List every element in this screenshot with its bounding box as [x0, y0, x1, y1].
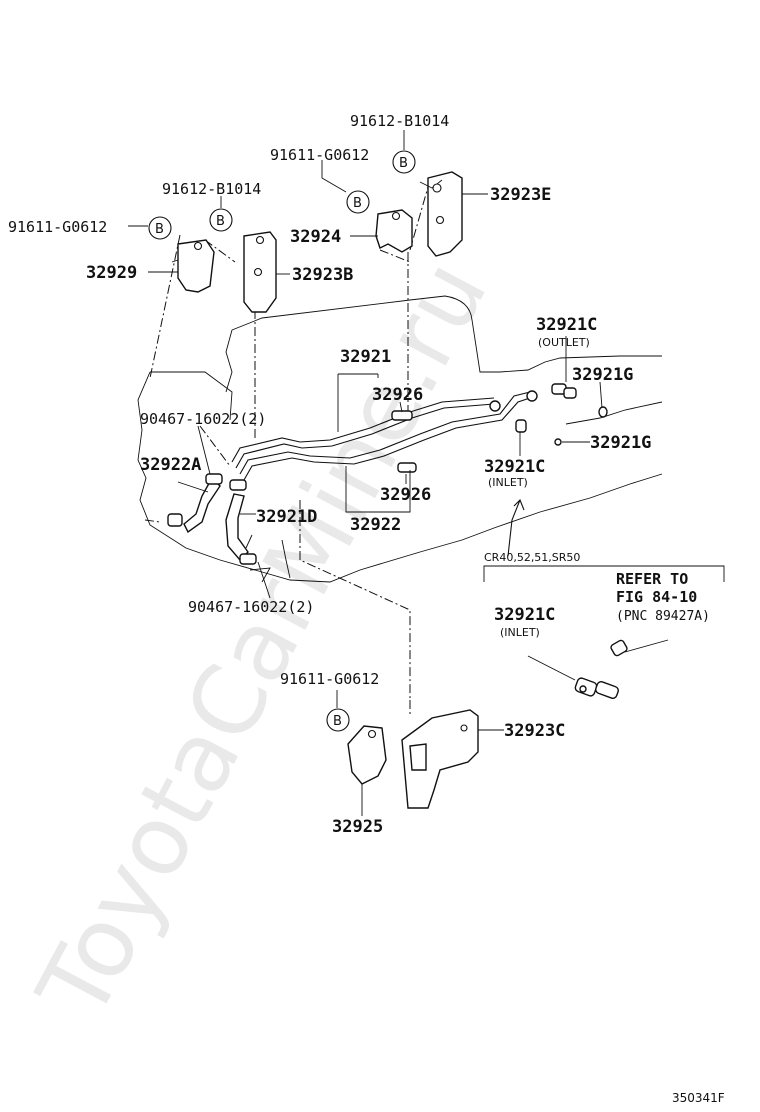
label-inlet-note-detail: (INLET)	[500, 626, 540, 639]
label-refer-line1: REFER TO	[616, 570, 688, 588]
label-32926-upper: 32926	[372, 385, 423, 405]
variant-bracket	[483, 565, 725, 582]
bolt-marker-left-b1014: B	[209, 196, 233, 232]
label-32921: 32921	[340, 347, 391, 367]
svg-text:B: B	[155, 222, 164, 237]
label-outlet-note: (OUTLET)	[538, 336, 590, 349]
label-refer-line3: (PNC 89427A)	[616, 609, 710, 624]
bolt-marker-top-g0612: B	[321, 160, 370, 214]
engine-outline	[137, 295, 663, 583]
label-91611-g0612-left: 91611-G0612	[8, 218, 107, 236]
bracket-32925	[347, 725, 387, 785]
bracket-32923c	[401, 709, 479, 809]
label-90467-lower: 90467-16022(2)	[188, 598, 314, 616]
inlet-union-detail	[527, 639, 669, 699]
label-32921c-inlet-detail: 32921C	[494, 605, 555, 625]
bolt-marker-left-g0612: B	[128, 216, 172, 240]
svg-text:B: B	[399, 156, 408, 171]
part-labels: 91612-B1014 91611-G0612 32923E 32924 916…	[8, 112, 725, 1105]
label-32922: 32922	[350, 515, 401, 535]
label-variant-note: CR40,52,51,SR50	[484, 551, 580, 564]
bracket-32929	[171, 239, 215, 293]
label-91612-b1014-left: 91612-B1014	[162, 180, 261, 198]
flow-arrow	[507, 499, 525, 557]
label-32924: 32924	[290, 227, 341, 247]
svg-text:B: B	[216, 214, 225, 229]
label-32921c-inlet: 32921C	[484, 457, 545, 477]
bracket-32923b	[243, 231, 277, 313]
hose-32922a	[167, 473, 223, 534]
figure-id: 350341F	[672, 1091, 725, 1105]
leader-lines	[144, 179, 431, 715]
label-32922a: 32922A	[140, 455, 201, 475]
svg-text:B: B	[353, 196, 362, 211]
watermark: ToyotaCarMine.ru	[16, 243, 509, 1037]
label-32921c-outlet: 32921C	[536, 315, 597, 335]
label-32921g-lower: 32921G	[590, 433, 651, 453]
bolt-marker-bottom-g0612: B	[326, 690, 350, 732]
label-32923c: 32923C	[504, 721, 565, 741]
label-32925: 32925	[332, 817, 383, 837]
label-91611-g0612-top: 91611-G0612	[270, 146, 369, 164]
label-32929: 32929	[86, 263, 137, 283]
oil-cooler-pipes	[231, 383, 608, 481]
hose-32921d	[225, 479, 271, 583]
label-91612-b1014-top: 91612-B1014	[350, 112, 449, 130]
bracket-32924	[375, 209, 413, 253]
label-32923e: 32923E	[490, 185, 551, 205]
label-inlet-note: (INLET)	[488, 476, 528, 489]
label-leaders	[148, 193, 603, 816]
label-refer-line2: FIG 84-10	[616, 588, 697, 606]
label-32923b: 32923B	[292, 265, 353, 285]
bolt-marker-top-b1014: B	[392, 130, 416, 174]
label-91611-g0612-bottom: 91611-G0612	[280, 670, 379, 688]
label-32921d: 32921D	[256, 507, 317, 527]
svg-text:B: B	[333, 714, 342, 729]
label-32926-lower: 32926	[380, 485, 431, 505]
label-32921g-upper: 32921G	[572, 365, 633, 385]
label-90467-upper: 90467-16022(2)	[140, 410, 266, 428]
bracket-32923e	[419, 171, 463, 257]
